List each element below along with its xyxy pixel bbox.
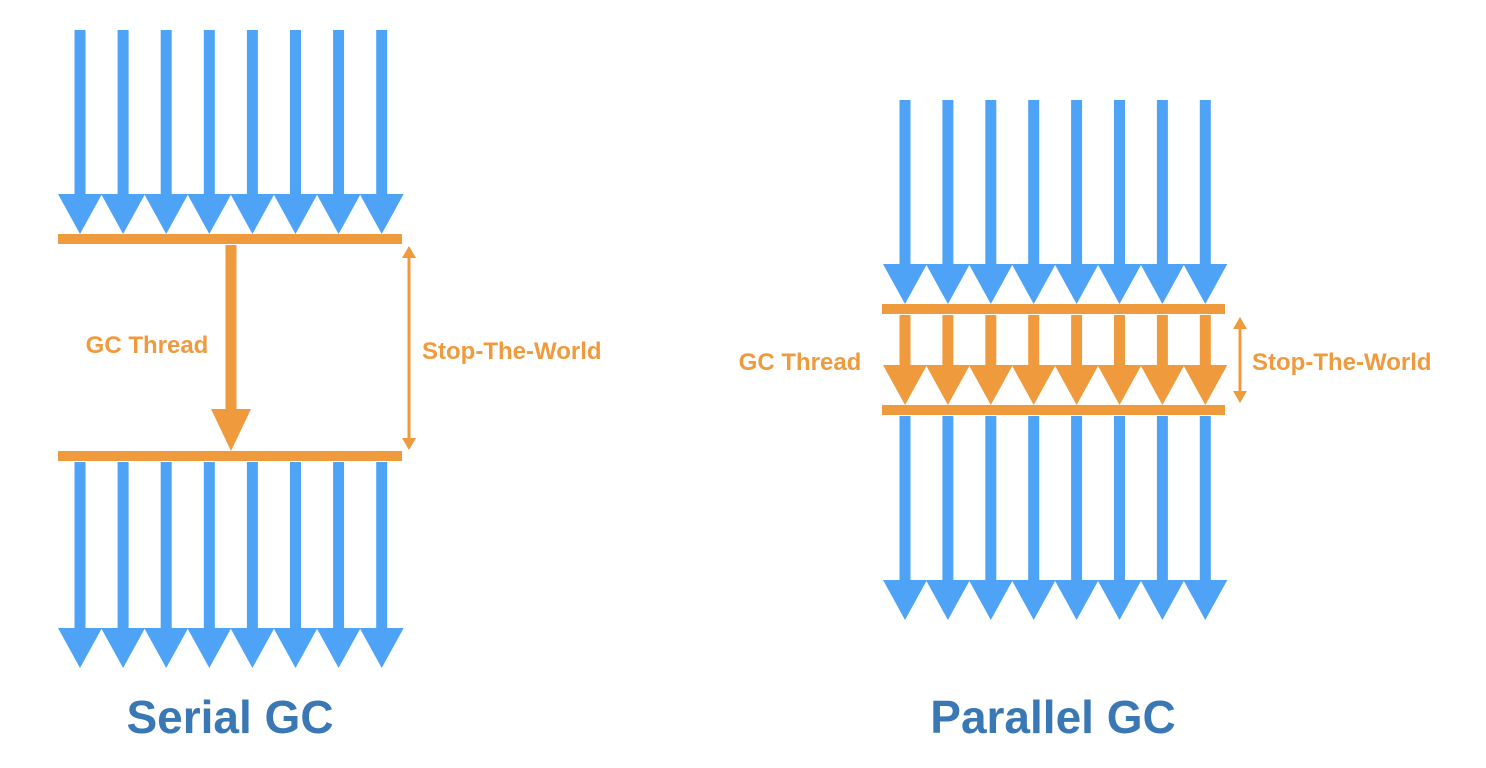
app-thread-arrow [187,462,232,668]
parallel-pause-start-line [882,304,1225,314]
app-thread-arrow [1097,100,1142,304]
app-thread-arrow [1140,416,1185,620]
serial-app-threads-before [58,30,404,234]
parallel-gc-panel: GC Thread Stop-The-World Parallel GC [739,100,1432,743]
app-thread-arrow [359,30,404,234]
app-thread-arrow [925,100,970,304]
serial-app-threads-after [58,462,404,668]
gc-thread-arrow [1097,315,1142,405]
serial-gc-panel: GC Thread Stop-The-World Serial GC [58,30,602,743]
app-thread-arrow [101,462,146,668]
app-thread-arrow [316,462,361,668]
app-thread-arrow [1183,100,1228,304]
serial-stop-the-world-label: Stop-The-World [422,338,602,365]
app-thread-arrow [968,416,1013,620]
app-thread-arrow [187,30,232,234]
app-thread-arrow [316,30,361,234]
app-thread-arrow [968,100,1013,304]
parallel-gc-thread-label: GC Thread [739,349,862,376]
gc-thread-arrow [883,315,927,405]
app-thread-arrow [230,462,275,668]
app-thread-arrow [883,100,927,304]
serial-gc-title: Serial GC [126,691,333,743]
app-thread-arrow [1011,416,1056,620]
app-thread-arrow [1183,416,1228,620]
app-thread-arrow [230,30,275,234]
gc-thread-arrow [211,245,251,451]
parallel-app-threads-after [883,416,1228,620]
parallel-gc-title: Parallel GC [930,691,1175,743]
serial-pause-start-line [58,234,402,244]
app-thread-arrow [273,462,318,668]
gc-thread-arrow [925,315,970,405]
app-thread-arrow [1011,100,1056,304]
app-thread-arrow [144,462,189,668]
app-thread-arrow [58,462,102,668]
parallel-stop-the-world-span [1233,317,1247,403]
gc-thread-arrow [1011,315,1056,405]
gc-thread-arrow [1140,315,1185,405]
app-thread-arrow [883,416,927,620]
app-thread-arrow [925,416,970,620]
gc-thread-arrow [1183,315,1228,405]
serial-gc-thread-label: GC Thread [86,332,209,359]
app-thread-arrow [144,30,189,234]
gc-thread-arrow [968,315,1013,405]
app-thread-arrow [1097,416,1142,620]
parallel-gc-threads [883,315,1228,405]
app-thread-arrow [58,30,102,234]
app-thread-arrow [1054,100,1099,304]
app-thread-arrow [1140,100,1185,304]
app-thread-arrow [273,30,318,234]
parallel-app-threads-before [883,100,1228,304]
app-thread-arrow [1054,416,1099,620]
gc-thread-arrow [1054,315,1099,405]
serial-pause-end-line [58,451,402,461]
app-thread-arrow [359,462,404,668]
stop-the-world-double-arrow [1233,317,1247,403]
app-thread-arrow [101,30,146,234]
parallel-stop-the-world-label: Stop-The-World [1252,349,1432,376]
serial-gc-thread-arrow [211,245,251,451]
stop-the-world-double-arrow [402,246,416,450]
serial-stop-the-world-span [402,246,416,450]
parallel-pause-end-line [882,405,1225,415]
